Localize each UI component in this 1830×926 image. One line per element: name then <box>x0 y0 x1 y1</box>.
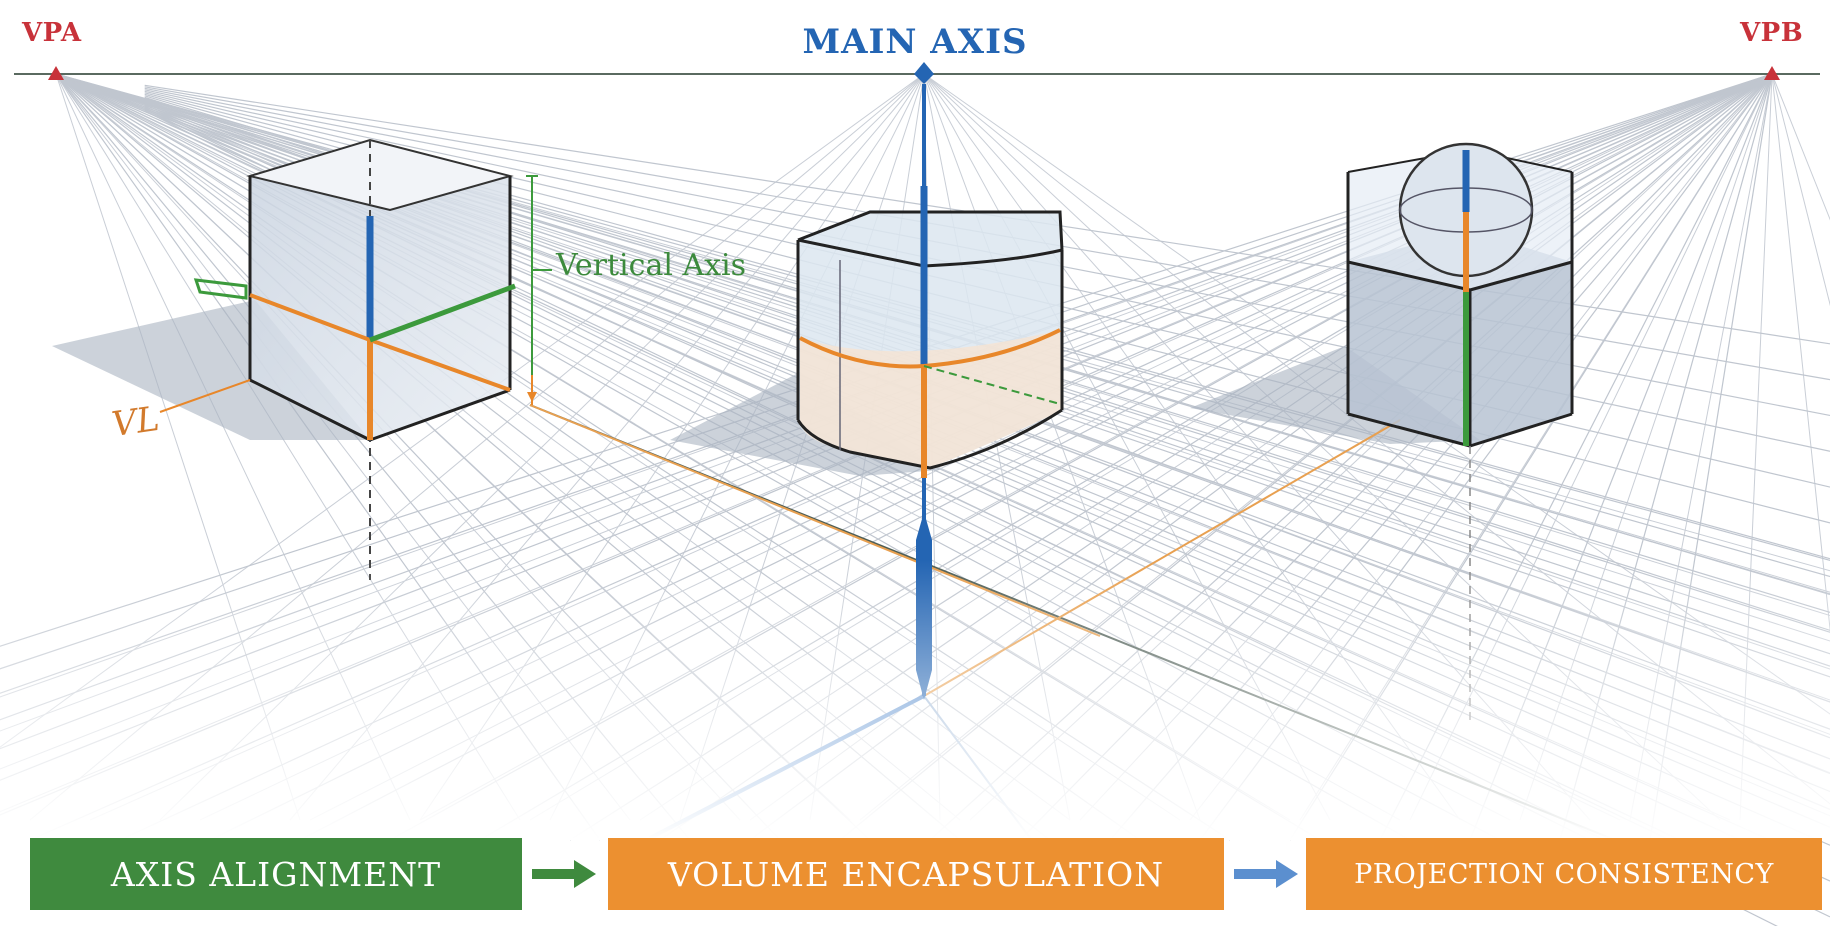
vpb-label: VPB <box>1740 18 1804 48</box>
arrow-right-icon <box>1234 860 1298 888</box>
volume-middle <box>796 210 1064 470</box>
volume-middle-axes <box>799 186 1061 478</box>
volume-right <box>1346 142 1574 720</box>
vpb-marker <box>1764 66 1780 80</box>
step-projection-consistency: PROJECTION CONSISTENCY <box>1306 838 1822 910</box>
step-axis-alignment: AXIS ALIGNMENT <box>30 838 522 910</box>
vpa-label: VPA <box>22 18 82 48</box>
step-volume-encapsulation: VOLUME ENCAPSULATION <box>608 838 1224 910</box>
main-axis-label: MAIN AXIS <box>802 22 1028 62</box>
cube-left <box>246 138 514 580</box>
vpa-marker <box>48 66 64 80</box>
vl-label: VL <box>109 398 162 446</box>
arrow-right-icon <box>532 860 596 888</box>
main-axis-marker <box>914 62 934 84</box>
cube-left-axes <box>159 175 552 440</box>
vertical-axis-label: Vertical Axis <box>556 248 747 283</box>
